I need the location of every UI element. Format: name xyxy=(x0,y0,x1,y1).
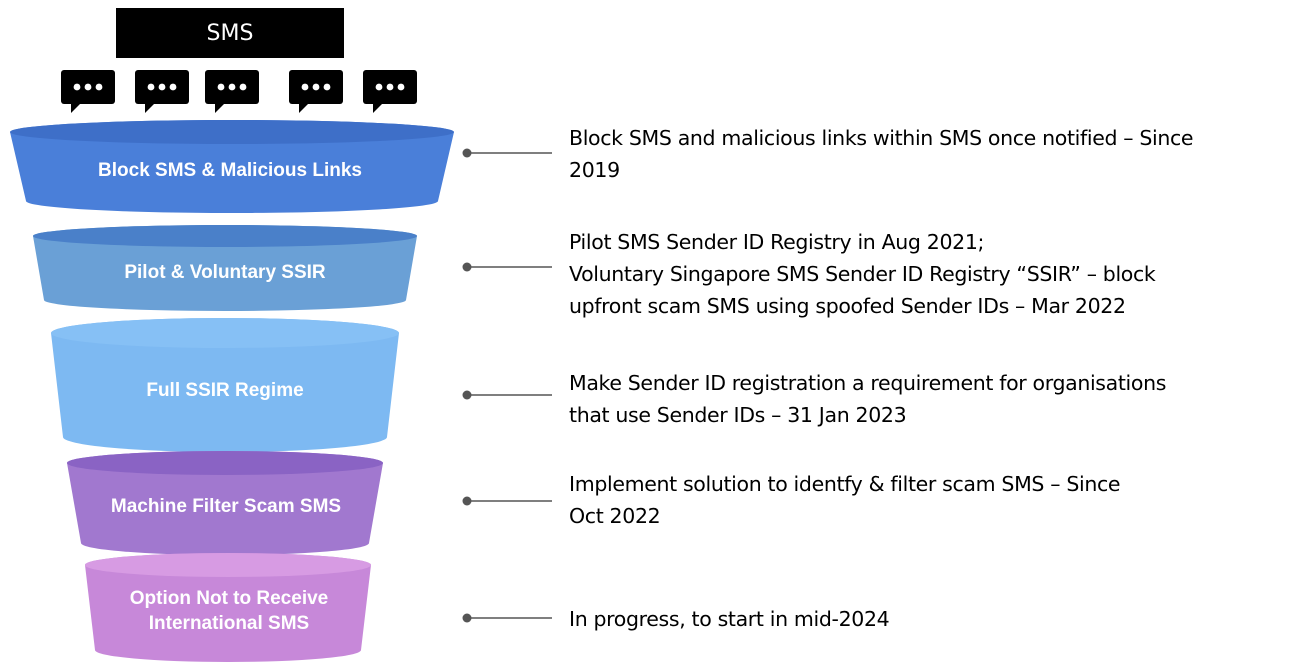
chat-bubble-icon xyxy=(205,70,259,113)
funnel-tier-machine-filter xyxy=(67,451,383,555)
chat-bubble-icon xyxy=(61,70,115,113)
sms-header: SMS xyxy=(116,8,344,58)
tier-label-full-ssir: Full SSIR Regime xyxy=(146,379,304,401)
tier-description-full-ssir: Make Sender ID registration a requiremen… xyxy=(569,371,1167,427)
tier-description-pilot-ssir: Pilot SMS Sender ID Registry in Aug 2021… xyxy=(569,230,1156,318)
funnel-tier-full-ssir xyxy=(51,318,399,452)
funnel-tier-top-block-sms xyxy=(10,120,454,144)
funnel-tier-top-pilot-ssir xyxy=(33,225,417,247)
funnel-tier-block-sms xyxy=(10,120,454,213)
funnel-tier-pilot-ssir xyxy=(33,225,417,311)
tier-label-block-sms: Block SMS & Malicious Links xyxy=(98,159,362,181)
chat-bubble-icon xyxy=(135,70,189,113)
tier-description-machine-filter: Implement solution to identfy & filter s… xyxy=(569,472,1121,528)
tier-description-block-sms: Block SMS and malicious links within SMS… xyxy=(569,126,1194,182)
tier-label-machine-filter: Machine Filter Scam SMS xyxy=(110,495,342,517)
chat-bubble-icon xyxy=(289,70,343,113)
funnel-tier-top-machine-filter xyxy=(67,451,383,475)
tier-label-pilot-ssir: Pilot & Voluntary SSIR xyxy=(124,261,326,283)
funnel-tier-top-full-ssir xyxy=(51,318,399,348)
funnel-tier-top-option-international xyxy=(85,553,371,577)
tier-label-option-international: Option Not to Receive International SMS xyxy=(129,588,329,634)
sms-header-title: SMS xyxy=(206,20,254,46)
chat-bubble-icon xyxy=(363,70,417,113)
tier-description-option-international: In progress, to start in mid-2024 xyxy=(569,607,890,631)
funnel-tier-option-international xyxy=(85,553,371,662)
